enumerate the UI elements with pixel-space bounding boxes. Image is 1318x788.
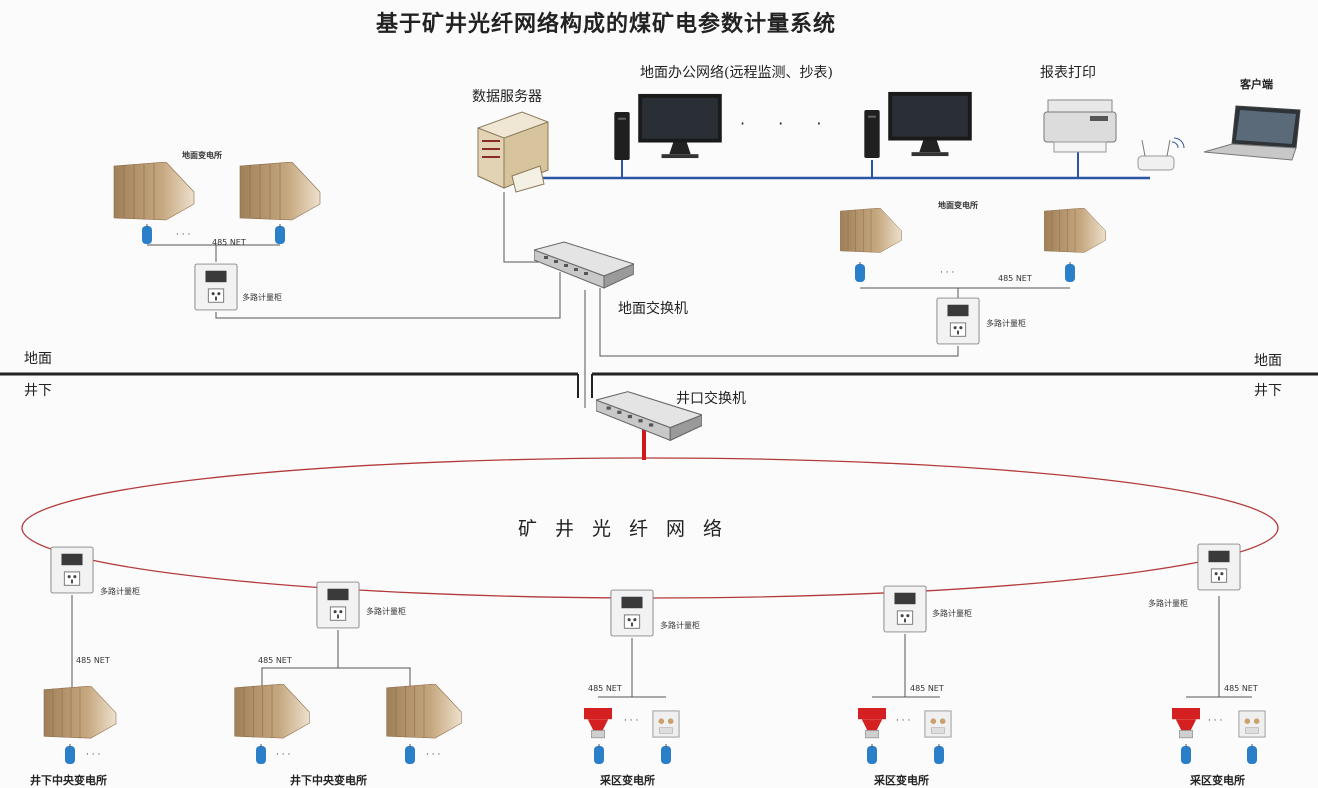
sensor-icon — [404, 744, 416, 765]
meter-icon — [936, 297, 980, 345]
laptop-icon — [1203, 105, 1301, 161]
ellipsis-dots: · · · — [86, 750, 101, 760]
rs485-label: 485 NET — [998, 274, 1032, 283]
area-substation-label: 采区变电所 — [874, 774, 929, 787]
report-print-label: 报表打印 — [1040, 65, 1096, 81]
breaker-icon — [1172, 707, 1200, 739]
area-substation-label: 采区变电所 — [600, 774, 655, 787]
breaker-icon — [584, 707, 612, 739]
sensor-icon — [1180, 744, 1192, 765]
meter-icon — [1197, 543, 1241, 591]
multi-meter-label: 多路计量柜 — [1148, 599, 1188, 608]
sensor-icon — [866, 744, 878, 765]
monitor-icon — [638, 93, 722, 159]
sensor-icon — [933, 744, 945, 765]
sensor-icon — [255, 744, 267, 765]
meter-icon — [610, 589, 654, 637]
rs485-label: 485 NET — [212, 238, 246, 247]
monitor-icon — [888, 91, 972, 157]
data-server-icon — [477, 111, 549, 193]
panel-icon — [1238, 710, 1266, 738]
panel-icon — [652, 710, 680, 738]
switchgear-cabinet-icon — [1044, 208, 1106, 253]
switchgear-cabinet-icon — [239, 162, 321, 221]
central-substation-label: 井下中央变电所 — [30, 774, 107, 787]
sensor-icon — [660, 744, 672, 765]
office-network-label: 地面办公网络(远程监测、抄表) — [640, 65, 833, 81]
ellipsis-dots: · · · — [1208, 716, 1223, 726]
multi-meter-label: 多路计量柜 — [986, 319, 1026, 328]
switchgear-cabinet-icon — [840, 208, 902, 253]
panel-icon — [924, 710, 952, 738]
switchgear-cabinet-icon — [234, 684, 310, 739]
ellipsis-dots: · · · — [940, 268, 955, 278]
underground-label-left: 井下 — [24, 383, 52, 399]
shaft-switch-label: 井口交换机 — [676, 391, 746, 407]
meter-icon — [316, 581, 360, 629]
ellipsis-dots: · · · — [624, 716, 639, 726]
area-substation-label: 采区变电所 — [1190, 774, 1245, 787]
rs485-label: 485 NET — [258, 656, 292, 665]
sensor-icon — [1246, 744, 1258, 765]
switchgear-cabinet-icon — [386, 684, 462, 739]
ellipsis-dots: · · · — [896, 716, 911, 726]
client-label: 客户端 — [1240, 78, 1273, 91]
switchgear-cabinet-icon — [43, 686, 117, 739]
multi-meter-label: 多路计量柜 — [242, 293, 282, 302]
multi-meter-label: 多路计量柜 — [366, 607, 406, 616]
meter-icon — [883, 585, 927, 633]
sensor-icon — [854, 262, 866, 283]
multi-meter-label: 多路计量柜 — [100, 587, 140, 596]
ground-label-left: 地面 — [24, 351, 52, 367]
central-substation-label: 井下中央变电所 — [290, 774, 367, 787]
rs485-label: 485 NET — [76, 656, 110, 665]
multi-meter-label: 多路计量柜 — [932, 609, 972, 618]
fiber-ring-label: 矿井光纤网络 — [518, 518, 741, 540]
multi-meter-label: 多路计量柜 — [660, 621, 700, 630]
sensor-icon — [274, 224, 286, 245]
printer-icon — [1043, 99, 1117, 153]
ground-switch-label: 地面交换机 — [618, 301, 688, 317]
router-icon — [1137, 137, 1185, 171]
page-title: 基于矿井光纤网络构成的煤矿电参数计量系统 — [376, 11, 837, 37]
pc-tower-icon — [614, 112, 630, 160]
meter-icon — [194, 263, 238, 311]
data-server-label: 数据服务器 — [472, 89, 542, 105]
rs485-label: 485 NET — [910, 684, 944, 693]
ground-substation-label-right: 地面变电所 — [938, 201, 978, 210]
ellipsis-dots: · · · — [426, 750, 441, 760]
ground-label-right: 地面 — [1254, 353, 1282, 369]
pc-tower-icon — [864, 110, 880, 158]
switchgear-cabinet-icon — [113, 162, 195, 221]
ground-substation-label-left: 地面变电所 — [182, 151, 222, 160]
rs485-label: 485 NET — [1224, 684, 1258, 693]
meter-icon — [50, 546, 94, 594]
rs485-label: 485 NET — [588, 684, 622, 693]
ellipsis-dots: · · · — [740, 114, 836, 133]
ground-switch-icon — [534, 241, 634, 289]
sensor-icon — [593, 744, 605, 765]
ellipsis-dots: · · · — [176, 230, 191, 240]
breaker-icon — [858, 707, 886, 739]
sensor-icon — [141, 224, 153, 245]
underground-label-right: 井下 — [1254, 383, 1282, 399]
ellipsis-dots: · · · — [276, 750, 291, 760]
sensor-icon — [1064, 262, 1076, 283]
sensor-icon — [64, 744, 76, 765]
